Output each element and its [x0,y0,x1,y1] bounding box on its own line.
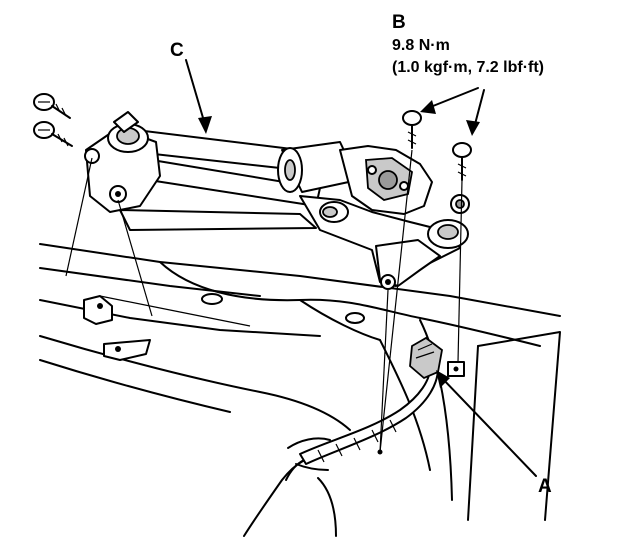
bolt-b-right [452,142,472,181]
bolt-left-lower [33,121,73,147]
alignment-lines [65,149,463,453]
wiper-linkage [84,111,321,231]
cowl-panel [39,243,561,521]
callout-a-arrow [436,370,537,477]
callout-c-arrow [185,59,212,134]
wire-harness [299,367,439,465]
wiper-motor [277,141,470,290]
callout-b-label: B [392,12,406,33]
torque-spec-line2: (1.0 kgf·m, 7.2 lbf·ft) [392,59,544,76]
callout-c-label: C [170,40,184,61]
torque-spec-line1: 9.8 N·m [392,37,450,54]
callout-a-label: A [538,476,552,497]
callout-b-arrows [420,87,485,136]
bolt-b-center [402,110,422,149]
bolt-left-upper [33,93,71,119]
